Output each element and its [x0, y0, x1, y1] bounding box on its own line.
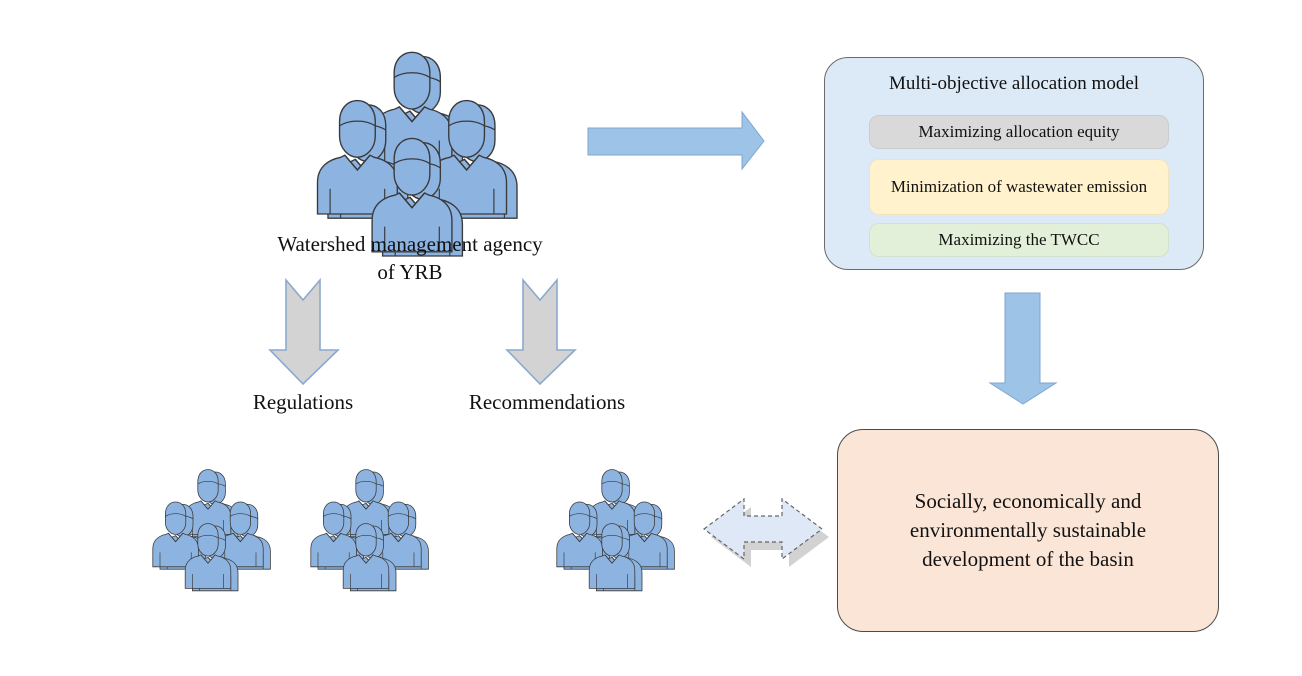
agency-label-line2: of YRB — [377, 260, 443, 284]
arrow-to-outcome-icon — [988, 292, 1058, 405]
objective-twcc: Maximizing the TWCC — [869, 223, 1169, 257]
arrow-regulations-icon — [268, 277, 340, 386]
allocation-model-box: Multi-objective allocation model Maximiz… — [824, 57, 1204, 270]
agency-group-icon — [316, 51, 518, 257]
recommendations-label: Recommendations — [468, 390, 626, 414]
arrow-to-model-icon — [587, 110, 765, 171]
model-title: Multi-objective allocation model — [888, 73, 1140, 94]
objective-equity: Maximizing allocation equity — [869, 115, 1169, 149]
sustainable-development-box: Socially, economically and environmental… — [837, 429, 1219, 632]
sub-agent-group-3-icon — [556, 469, 675, 592]
agency-label-line1: Watershed management agency — [277, 232, 543, 256]
arrow-recommendations-icon — [505, 277, 577, 386]
sub-agent-group-1-icon — [152, 469, 271, 592]
regulations-label: Regulations — [252, 390, 354, 414]
sub-agent-group-2-icon — [310, 469, 429, 592]
outcome-text: Socially, economically and environmental… — [909, 489, 1147, 571]
bidirectional-arrow-icon — [703, 497, 829, 567]
objective-wastewater: Minimization of wastewater emission — [869, 159, 1169, 215]
